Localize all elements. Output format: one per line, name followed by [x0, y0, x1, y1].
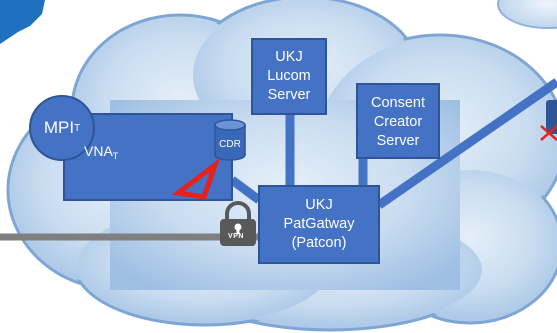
patgateway-line-2: PatGatway [283, 216, 355, 232]
vna-subscript: T [112, 151, 119, 161]
consent-creator-server-node: Consent Creator Server [356, 83, 440, 159]
link-patgateway-right [376, 78, 557, 209]
consent-line-2: Creator [373, 113, 423, 130]
vna-label-text: VNA [84, 143, 113, 159]
ukj-lucom-line-1: UKJ [275, 49, 303, 65]
partial-icon-top-left [0, 0, 45, 44]
mpi-label: MPI [43, 118, 75, 137]
consent-line-1: Consent [370, 94, 425, 111]
vna-label: VNAT [84, 143, 118, 161]
patgateway-node: UKJ PatGatway (Patcon) [258, 185, 380, 264]
consent-line-3: Server [376, 132, 420, 149]
padlock-icon [220, 201, 256, 246]
vpn-label: VPN [228, 233, 244, 240]
ukj-lucom-line-2: Lucom [267, 68, 311, 84]
cdr-label: CDR [219, 139, 241, 150]
red-cross-icon [540, 100, 557, 141]
link-vna-patgateway [229, 176, 262, 204]
small-cloud-top-right [497, 0, 557, 29]
ukj-lucom-server-node: UKJ Lucom Server [251, 38, 327, 115]
mpi-subscript: T [74, 122, 81, 134]
ukj-lucom-line-3: Server [267, 87, 311, 103]
patgateway-line-1: UKJ [305, 197, 333, 213]
patgateway-line-3: (Patcon) [291, 235, 347, 251]
